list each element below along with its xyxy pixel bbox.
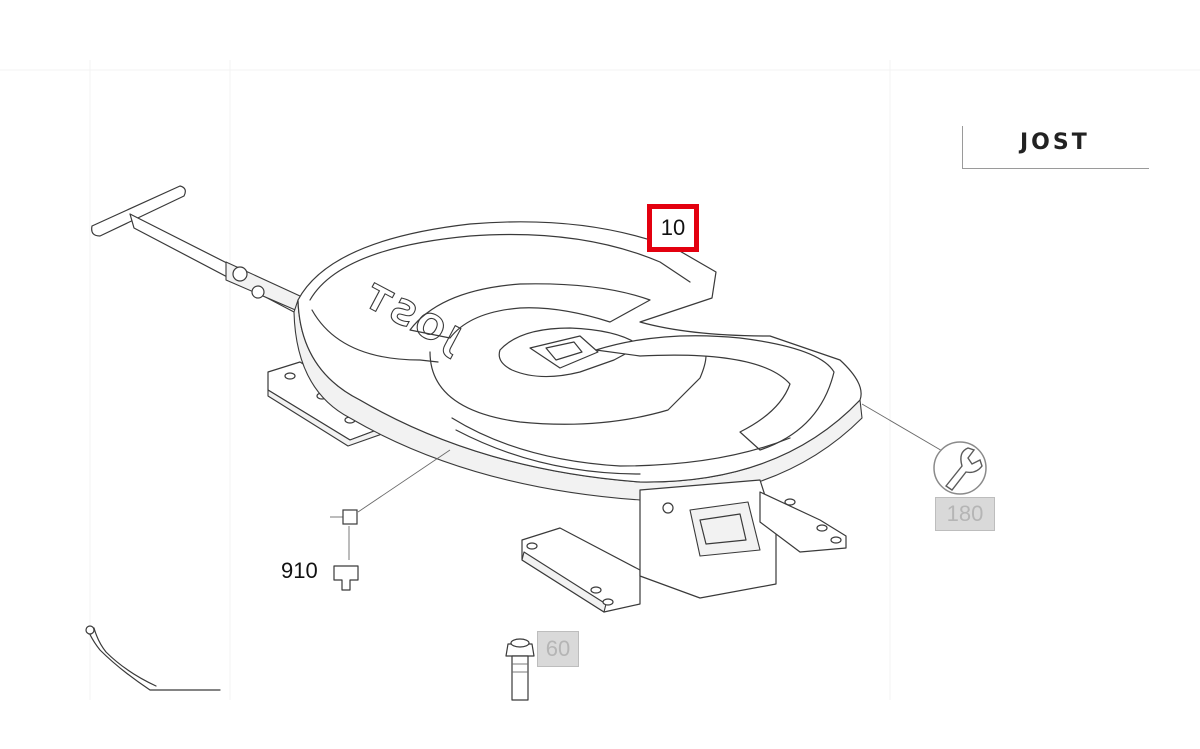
leader-lines xyxy=(330,403,945,560)
bolt-icon[interactable] xyxy=(505,638,535,701)
square-connector-icon[interactable] xyxy=(333,509,359,591)
background-grid xyxy=(0,60,1200,700)
wrench-icon[interactable] xyxy=(933,441,987,495)
part-number-10[interactable]: 10 xyxy=(647,204,699,252)
coupling-plate[interactable]: JOST xyxy=(293,221,863,501)
part-number-180[interactable]: 180 xyxy=(935,497,995,531)
part-number-910[interactable]: 910 xyxy=(281,558,318,583)
brand-logo: JOST xyxy=(1020,130,1090,155)
release-handle[interactable] xyxy=(91,185,301,313)
pedestal-assembly[interactable] xyxy=(521,479,847,613)
brand-frame xyxy=(962,126,1149,169)
release-cable xyxy=(85,625,221,691)
part-number-60[interactable]: 60 xyxy=(537,631,579,667)
